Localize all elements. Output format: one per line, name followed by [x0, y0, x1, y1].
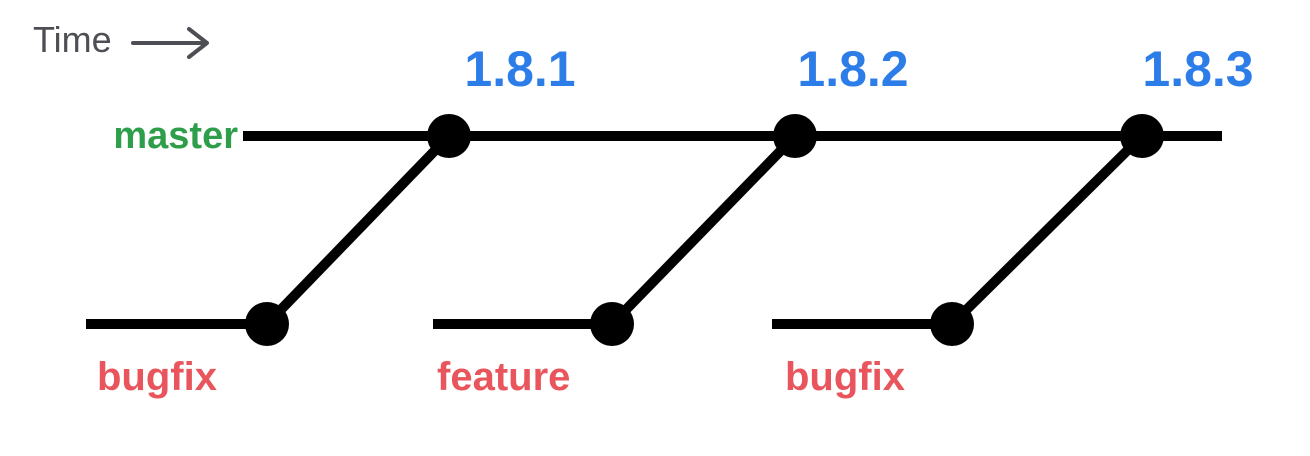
master-branch-label: master: [113, 115, 238, 157]
time-axis-label: Time: [33, 19, 112, 60]
merge-line-bugfix-1: [263, 132, 453, 328]
merge-line-feature: [608, 132, 799, 328]
commit-dot-master-183: [1120, 114, 1164, 158]
branch-label-feature: feature: [437, 355, 571, 399]
branch-label-bugfix-1: bugfix: [97, 355, 217, 399]
release-tag-182: 1.8.2: [797, 41, 909, 97]
commit-dot-master-182: [773, 114, 817, 158]
commit-dot-feature: [590, 302, 634, 346]
release-tag-183: 1.8.3: [1142, 41, 1254, 97]
commit-dot-bugfix-1: [245, 302, 289, 346]
branch-label-bugfix-2: bugfix: [785, 355, 905, 399]
right-arrow-icon: [131, 27, 209, 59]
merge-line-bugfix-2: [948, 132, 1146, 328]
release-tag-181: 1.8.1: [464, 41, 576, 97]
commit-dot-master-181: [427, 114, 471, 158]
commit-dot-bugfix-2: [930, 302, 974, 346]
